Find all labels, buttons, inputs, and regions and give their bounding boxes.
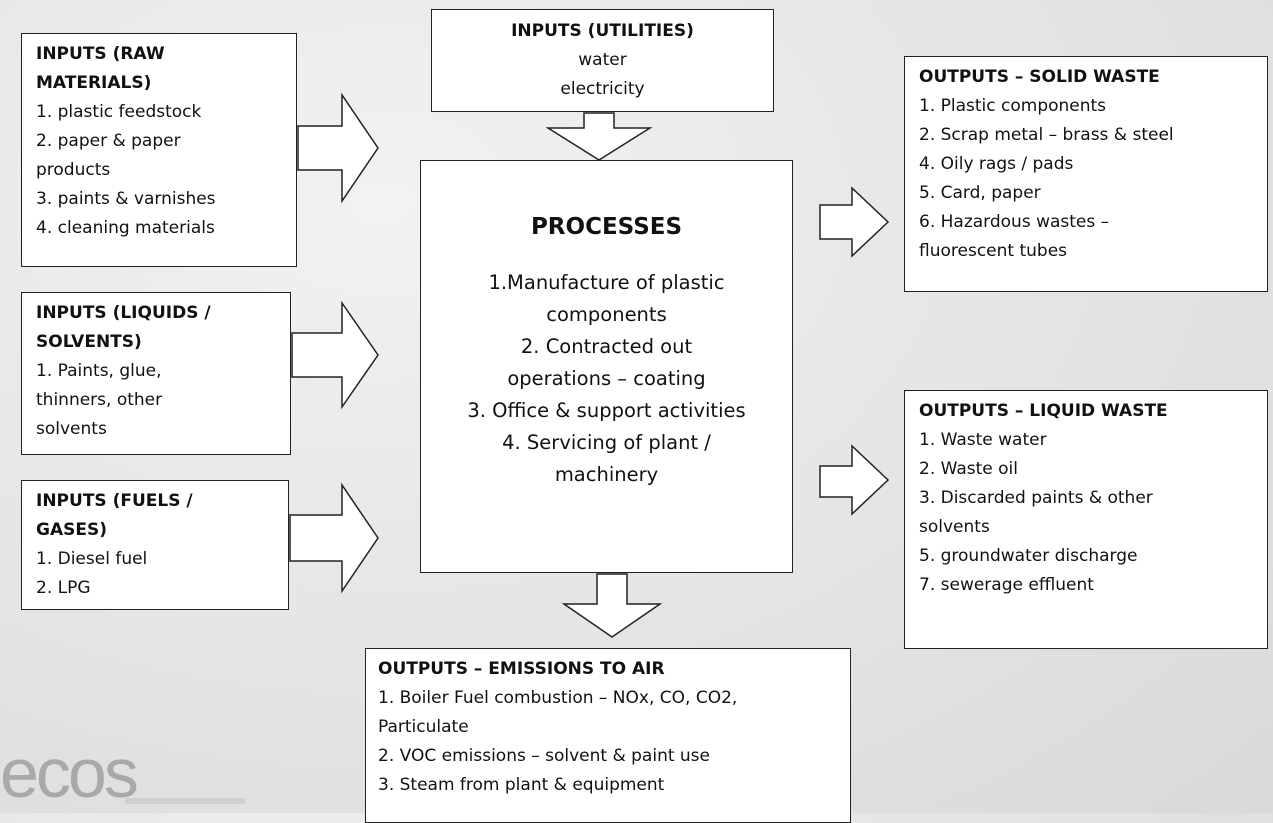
raw-item: 2. paper & paper xyxy=(36,131,181,151)
fuels-title-line-2: GASES) xyxy=(36,520,107,540)
arrow-raw-to-processes xyxy=(297,92,379,204)
solid-title: OUTPUTS – SOLID WASTE xyxy=(919,67,1160,87)
arrow-processes-to-solid xyxy=(819,186,890,258)
arrow-utilities-to-processes xyxy=(545,112,653,161)
ecos-logo: ecos xyxy=(0,734,139,812)
arrow-fuels-to-processes xyxy=(289,482,379,594)
solid-waste-box: OUTPUTS – SOLID WASTE 1. Plastic compone… xyxy=(904,56,1268,292)
liquid-item: 3. Discarded paints & other xyxy=(919,488,1153,508)
process-item: 2. Contracted out xyxy=(520,335,693,358)
liquid-item: 2. Waste oil xyxy=(919,459,1018,479)
raw-item: 1. plastic feedstock xyxy=(36,102,202,122)
solid-item: 4. Oily rags / pads xyxy=(919,154,1074,174)
process-item: 4. Servicing of plant / xyxy=(502,431,711,454)
liquids-box: INPUTS (LIQUIDS / SOLVENTS) 1. Paints, g… xyxy=(21,292,291,455)
liquid-title: OUTPUTS – LIQUID WASTE xyxy=(919,401,1168,421)
utilities-item: electricity xyxy=(560,79,645,99)
arrow-processes-to-air xyxy=(561,573,663,638)
air-item: 3. Steam from plant & equipment xyxy=(378,775,665,795)
liquid-item: 1. Waste water xyxy=(919,430,1047,450)
raw-materials-box: INPUTS (RAW MATERIALS) 1. plastic feedst… xyxy=(21,33,297,267)
liquid-item: 5. groundwater discharge xyxy=(919,546,1138,566)
solid-item: 6. Hazardous wastes – xyxy=(919,212,1110,232)
process-item: operations – coating xyxy=(507,367,706,390)
air-item: 2. VOC emissions – solvent & paint use xyxy=(378,746,710,766)
liquids-title-line-2: SOLVENTS) xyxy=(36,332,142,352)
liquids-item: 1. Paints, glue, xyxy=(36,361,162,381)
raw-title-line-1: INPUTS (RAW xyxy=(36,44,165,64)
arrow-processes-to-liquid xyxy=(819,444,890,516)
raw-item: products xyxy=(36,160,111,180)
raw-title-line-2: MATERIALS) xyxy=(36,73,152,93)
solid-item: 1. Plastic components xyxy=(919,96,1107,116)
processes-title: PROCESSES xyxy=(530,214,683,240)
emissions-box: OUTPUTS – EMISSIONS TO AIR 1. Boiler Fue… xyxy=(365,648,851,823)
process-item: components xyxy=(546,303,667,326)
liquids-item: solvents xyxy=(36,419,107,439)
processes-box: PROCESSES 1.Manufacture of plastic compo… xyxy=(420,160,793,573)
arrow-liquids-to-processes xyxy=(291,300,379,410)
raw-item: 3. paints & varnishes xyxy=(36,189,216,209)
fuels-box: INPUTS (FUELS / GASES) 1. Diesel fuel 2.… xyxy=(21,480,289,610)
liquid-waste-box: OUTPUTS – LIQUID WASTE 1. Waste water 2.… xyxy=(904,390,1268,649)
solid-item: 2. Scrap metal – brass & steel xyxy=(919,125,1174,145)
air-title: OUTPUTS – EMISSIONS TO AIR xyxy=(378,659,665,679)
liquids-item: thinners, other xyxy=(36,390,163,410)
utilities-box: INPUTS (UTILITIES) water electricity xyxy=(431,9,774,112)
air-item: Particulate xyxy=(378,717,469,737)
air-item: 1. Boiler Fuel combustion – NOx, CO, CO2… xyxy=(378,688,738,708)
liquids-title-line-1: INPUTS (LIQUIDS / xyxy=(36,303,211,323)
logo-tagline-placeholder xyxy=(125,798,245,804)
liquid-item: solvents xyxy=(919,517,990,537)
process-item: 1.Manufacture of plastic xyxy=(488,271,725,294)
raw-item: 4. cleaning materials xyxy=(36,218,215,238)
utilities-item: water xyxy=(578,50,627,70)
solid-item: fluorescent tubes xyxy=(919,241,1068,261)
liquid-item: 7. sewerage effluent xyxy=(919,575,1094,595)
fuels-item: 2. LPG xyxy=(36,578,91,598)
utilities-title: INPUTS (UTILITIES) xyxy=(511,21,694,41)
solid-item: 5. Card, paper xyxy=(919,183,1041,203)
process-item: 3. Office & support activities xyxy=(467,399,746,422)
fuels-title-line-1: INPUTS (FUELS / xyxy=(36,491,193,511)
fuels-item: 1. Diesel fuel xyxy=(36,549,148,569)
process-item: machinery xyxy=(554,463,659,486)
